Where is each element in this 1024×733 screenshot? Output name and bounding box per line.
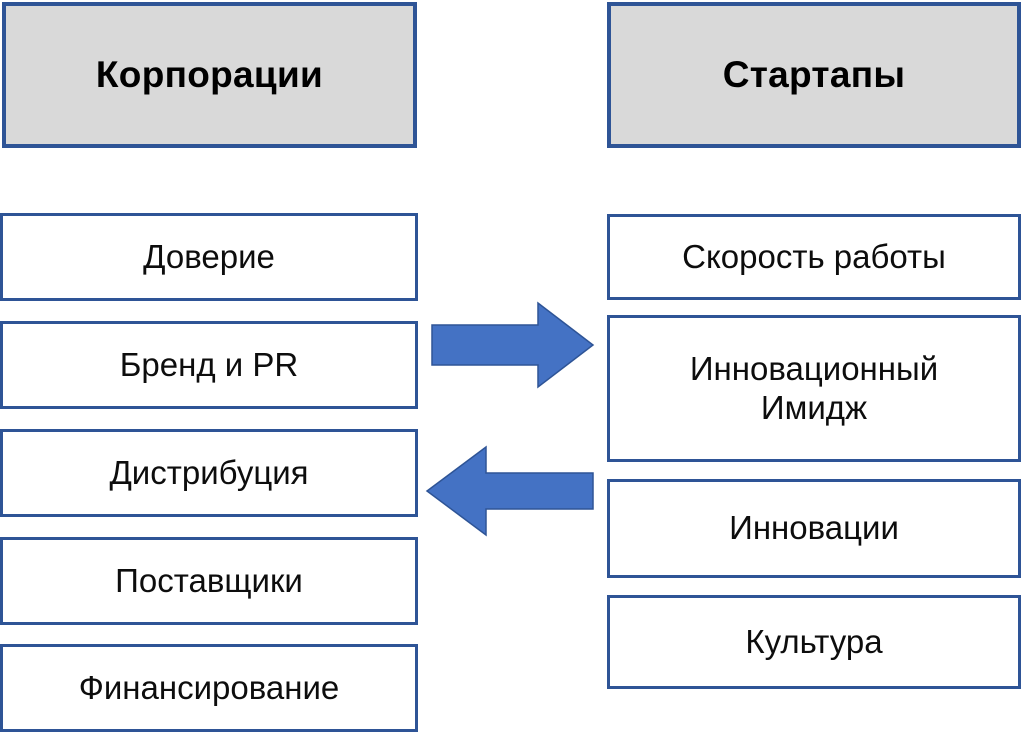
left-item-distribution-label: Дистрибуция	[109, 453, 309, 491]
left-item-trust[interactable]: Доверие	[0, 213, 418, 301]
column-header-startups: Стартапы	[607, 2, 1021, 148]
arrow-left-icon	[424, 443, 596, 539]
right-item-speed-label: Скорость работы	[682, 237, 946, 275]
arrow-right-icon	[430, 300, 596, 390]
right-item-innovative-image-label: Инновационный Имидж	[689, 349, 939, 426]
left-item-distribution[interactable]: Дистрибуция	[0, 429, 418, 517]
left-item-suppliers-label: Поставщики	[115, 561, 303, 599]
column-header-corporations-label: Корпорации	[95, 53, 324, 95]
right-item-culture[interactable]: Культура	[607, 595, 1021, 689]
right-item-innovations-label: Инновации	[729, 509, 899, 547]
right-item-culture-label: Культура	[745, 622, 883, 660]
right-item-speed[interactable]: Скорость работы	[607, 214, 1021, 300]
left-item-brand-pr[interactable]: Бренд и PR	[0, 321, 418, 409]
left-item-financing-label: Финансирование	[78, 668, 340, 706]
left-item-brand-pr-label: Бренд и PR	[119, 345, 299, 383]
left-item-suppliers[interactable]: Поставщики	[0, 537, 418, 625]
left-item-trust-label: Доверие	[143, 237, 275, 275]
left-item-financing[interactable]: Финансирование	[0, 644, 418, 732]
column-header-startups-label: Стартапы	[722, 53, 906, 95]
right-item-innovative-image[interactable]: Инновационный Имидж	[607, 315, 1021, 462]
right-item-innovations[interactable]: Инновации	[607, 479, 1021, 578]
column-header-corporations: Корпорации	[2, 2, 417, 148]
